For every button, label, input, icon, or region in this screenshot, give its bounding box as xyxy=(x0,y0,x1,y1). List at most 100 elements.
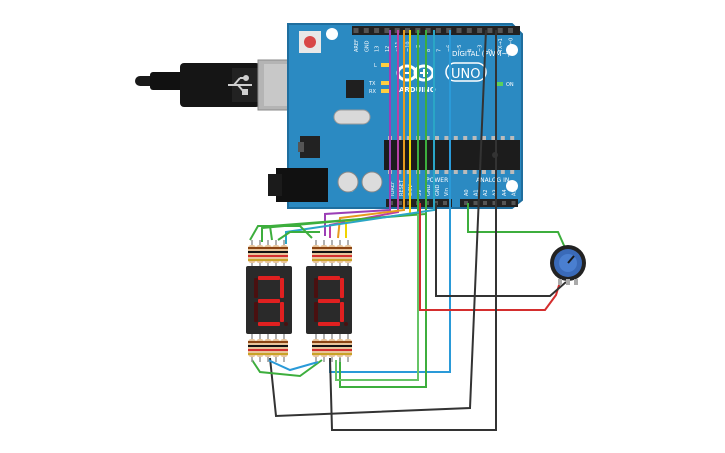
resistor[interactable] xyxy=(264,334,272,362)
resistor[interactable] xyxy=(336,240,344,268)
analog-header-label: ANALOG IN xyxy=(476,177,509,184)
chip-leg xyxy=(510,136,515,140)
digit-segments xyxy=(314,276,344,326)
wire-black-pot[interactable] xyxy=(435,203,567,297)
header-pin[interactable] xyxy=(473,201,478,205)
l-led-label: L xyxy=(374,63,377,69)
header-pin[interactable] xyxy=(492,201,497,205)
wire-black-2[interactable] xyxy=(329,30,497,431)
header-pin[interactable] xyxy=(487,28,493,33)
header-pin[interactable] xyxy=(511,201,516,205)
segment-f xyxy=(254,278,258,298)
chip-leg xyxy=(444,170,449,174)
analog-header[interactable] xyxy=(460,199,518,207)
chip-leg xyxy=(425,170,430,174)
wire-blue-loop[interactable] xyxy=(267,359,319,372)
header-pin[interactable] xyxy=(446,28,452,33)
header-pin[interactable] xyxy=(405,28,410,33)
seven-segment-display[interactable] xyxy=(306,266,352,334)
resistor[interactable] xyxy=(344,334,352,362)
resistor[interactable] xyxy=(320,334,328,362)
top-pin-label: TX→1 xyxy=(498,38,504,53)
header-pin[interactable] xyxy=(456,28,462,33)
resistor[interactable] xyxy=(328,334,336,362)
resistor[interactable] xyxy=(256,334,264,362)
wire-purple[interactable] xyxy=(324,30,391,236)
resistor[interactable] xyxy=(344,240,352,268)
chip-leg xyxy=(406,136,411,140)
wire-green-long[interactable] xyxy=(339,214,427,388)
wire-orange[interactable] xyxy=(337,30,405,239)
resistor[interactable] xyxy=(248,334,256,362)
header-pin[interactable] xyxy=(508,28,513,33)
wire-green-2[interactable] xyxy=(268,30,427,241)
resistor[interactable] xyxy=(312,334,320,362)
header-pin[interactable] xyxy=(398,201,402,205)
resistor[interactable] xyxy=(328,240,336,268)
l-led xyxy=(381,63,389,67)
header-pin[interactable] xyxy=(464,201,468,205)
resistor[interactable] xyxy=(312,240,320,268)
potentiometer[interactable] xyxy=(550,245,586,285)
chip-leg xyxy=(491,170,496,174)
resistor[interactable] xyxy=(280,240,288,268)
chip-leg xyxy=(397,136,402,140)
resistor[interactable] xyxy=(256,240,264,268)
chip-leg xyxy=(510,170,515,174)
header-pin[interactable] xyxy=(353,28,359,33)
header-pin[interactable] xyxy=(466,28,472,33)
analog-pin-label: A2 xyxy=(483,189,489,196)
resistors xyxy=(248,240,352,362)
header-pin[interactable] xyxy=(363,28,369,33)
wire-red[interactable] xyxy=(419,203,561,311)
power-jack[interactable] xyxy=(268,168,328,202)
top-pin-label: GND xyxy=(364,40,370,52)
mount-hole xyxy=(506,44,518,56)
digital-header-label: DIGITAL (PWM~) xyxy=(452,50,510,58)
header-pin[interactable] xyxy=(502,201,506,205)
model-label: UNO xyxy=(451,67,480,82)
wire-green-a0[interactable] xyxy=(467,203,567,251)
top-pin-label: ~5 xyxy=(457,45,463,52)
header-pin[interactable] xyxy=(374,28,380,33)
header-pin[interactable] xyxy=(443,201,447,205)
wire-green-loop-3[interactable] xyxy=(277,231,320,241)
segment-g xyxy=(318,299,340,303)
resistor[interactable] xyxy=(336,334,344,362)
resistor[interactable] xyxy=(272,240,280,268)
on-led xyxy=(495,82,503,86)
mount-hole xyxy=(506,180,518,192)
header-pin[interactable] xyxy=(497,28,503,33)
segment-c xyxy=(280,302,284,322)
resistor[interactable] xyxy=(280,334,288,362)
header-pin[interactable] xyxy=(435,28,441,33)
wire-lightgreen[interactable] xyxy=(335,214,419,381)
chip-leg xyxy=(463,170,468,174)
chip-leg xyxy=(463,136,468,140)
segment-e xyxy=(254,302,258,322)
power-pin-label: GND xyxy=(426,184,432,196)
chip-leg xyxy=(472,136,477,140)
tx-led-label: TX xyxy=(368,81,376,87)
wire-black-1[interactable] xyxy=(269,29,487,418)
resistor[interactable] xyxy=(248,240,256,268)
header-pin[interactable] xyxy=(477,28,483,33)
wire-green-loop[interactable] xyxy=(251,359,323,378)
wire-teal[interactable] xyxy=(285,30,435,244)
reset-button[interactable] xyxy=(299,31,321,53)
header-pin[interactable] xyxy=(384,28,390,33)
resistor[interactable] xyxy=(264,240,272,268)
header-pin[interactable] xyxy=(483,201,487,205)
header-pin[interactable] xyxy=(425,28,431,33)
resistor[interactable] xyxy=(272,334,280,362)
segment-b xyxy=(280,278,284,298)
resistor[interactable] xyxy=(320,240,328,268)
tx-led xyxy=(381,81,389,85)
chip-leg xyxy=(435,136,439,140)
seven-segment-display[interactable] xyxy=(246,266,292,334)
chip-leg xyxy=(453,136,458,140)
segment-d xyxy=(258,322,280,326)
regulator xyxy=(300,136,320,158)
top-pin-label: 2 xyxy=(488,49,494,52)
